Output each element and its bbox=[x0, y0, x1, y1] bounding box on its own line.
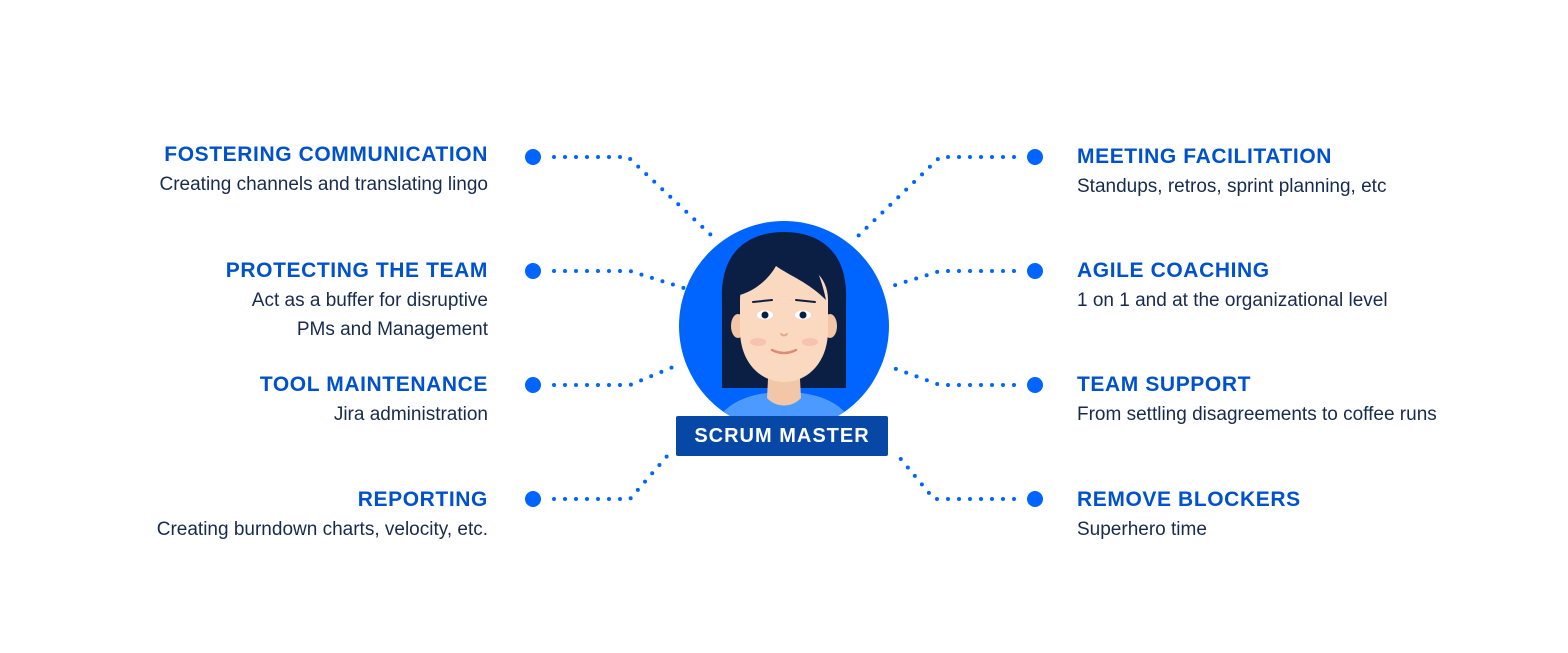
item-description: Creating channels and translating lingo bbox=[159, 174, 489, 195]
item-description: From settling disagreements to coffee ru… bbox=[1077, 404, 1437, 425]
item-title: REMOVE BLOCKERS bbox=[1077, 488, 1301, 511]
person-avatar-icon bbox=[679, 221, 889, 431]
connector-dot-icon bbox=[525, 149, 541, 165]
item-title: TEAM SUPPORT bbox=[1077, 373, 1252, 396]
item-title: PROTECTING THE TEAM bbox=[225, 259, 488, 282]
connector-dot-icon bbox=[1027, 149, 1043, 165]
connectors-right bbox=[854, 155, 1016, 501]
item-description: PMs and Management bbox=[296, 319, 488, 340]
responsibility-fostering-communication: FOSTERING COMMUNICATION Creating channel… bbox=[160, 140, 489, 199]
item-description: Standups, retros, sprint planning, etc bbox=[1077, 176, 1387, 197]
item-title: AGILE COACHING bbox=[1077, 259, 1270, 282]
connectors-left bbox=[552, 155, 714, 501]
item-description: Creating burndown charts, velocity, etc. bbox=[156, 519, 488, 540]
connector-line bbox=[552, 453, 670, 501]
connector-dots bbox=[525, 149, 1043, 507]
connector-dot-icon bbox=[525, 263, 541, 279]
item-description: Act as a buffer for disruptive bbox=[251, 290, 488, 311]
responsibility-agile-coaching: AGILE COACHING 1 on 1 and at the organiz… bbox=[1077, 256, 1388, 315]
item-title: REPORTING bbox=[357, 488, 488, 511]
connector-line bbox=[898, 456, 1016, 501]
connector-dot-icon bbox=[525, 377, 541, 393]
responsibility-reporting: REPORTING Creating burndown charts, velo… bbox=[157, 485, 488, 544]
connector-dot-icon bbox=[525, 491, 541, 507]
connector-line bbox=[886, 364, 1016, 387]
connector-dot-icon bbox=[1027, 263, 1043, 279]
item-title: FOSTERING COMMUNICATION bbox=[164, 143, 488, 166]
item-description: Jira administration bbox=[333, 404, 488, 425]
scrum-master-badge: SCRUM MASTER bbox=[676, 416, 888, 456]
responsibility-tool-maintenance: TOOL MAINTENANCE Jira administration bbox=[260, 370, 488, 429]
connector-line bbox=[884, 269, 1016, 290]
connector-line bbox=[552, 155, 714, 238]
connector-line bbox=[552, 269, 686, 290]
connector-line bbox=[552, 362, 682, 387]
item-description: Superhero time bbox=[1077, 519, 1207, 540]
connector-dot-icon bbox=[1027, 377, 1043, 393]
responsibility-meeting-facilitation: MEETING FACILITATION Standups, retros, s… bbox=[1077, 142, 1386, 201]
item-title: TOOL MAINTENANCE bbox=[259, 373, 488, 396]
item-title: MEETING FACILITATION bbox=[1077, 145, 1333, 168]
responsibility-remove-blockers: REMOVE BLOCKERS Superhero time bbox=[1077, 485, 1301, 544]
responsibility-protecting-the-team: PROTECTING THE TEAM Act as a buffer for … bbox=[226, 256, 488, 344]
connector-line bbox=[854, 155, 1016, 240]
item-description: 1 on 1 and at the organizational level bbox=[1077, 290, 1388, 311]
responsibility-team-support: TEAM SUPPORT From settling disagreements… bbox=[1077, 370, 1437, 429]
connector-dot-icon bbox=[1027, 491, 1043, 507]
